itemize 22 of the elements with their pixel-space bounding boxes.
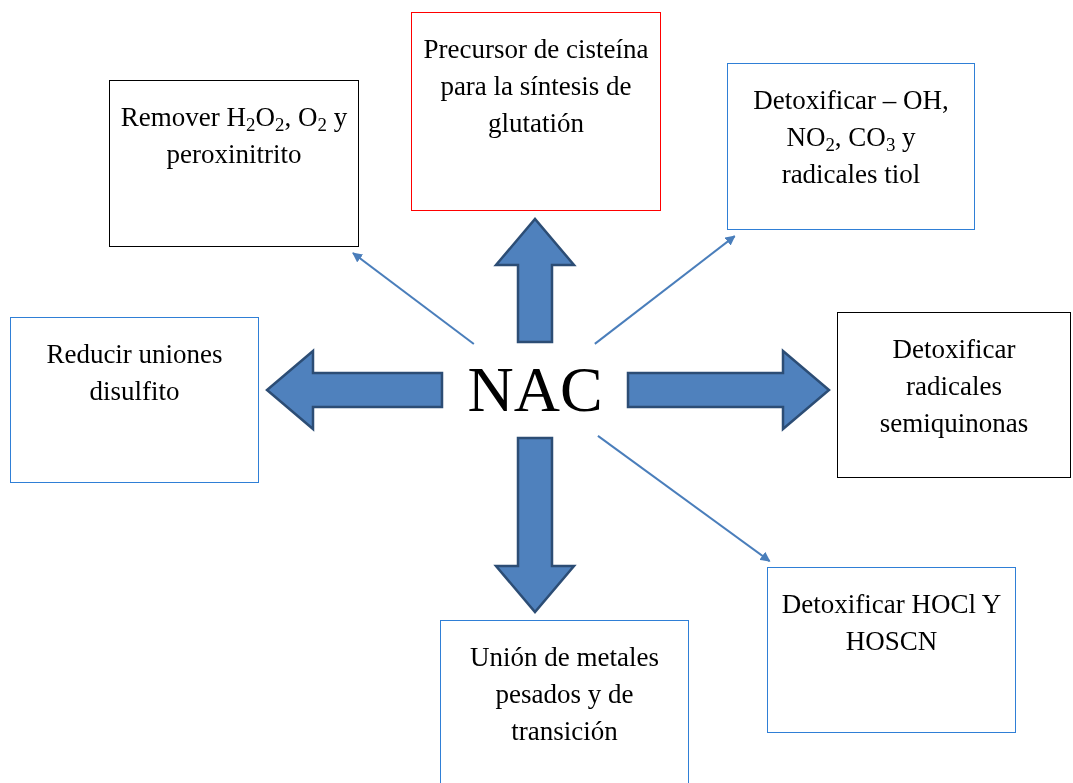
block-arrow (626, 348, 831, 432)
arrow (351, 252, 475, 345)
arrow (593, 235, 736, 345)
process-box (411, 12, 661, 211)
box-text: Detoxificar radicales semiquinonas (878, 333, 1030, 440)
box-text: Unión de metales pesados y de transición (469, 641, 660, 748)
box-text: Detoxificar – OH, NO$_{2}$, CO$_{3}$ y radicales tiol (752, 84, 950, 191)
process-box (837, 312, 1071, 478)
box-text: Reducir uniones disulfito (45, 338, 224, 408)
process-box (767, 567, 1016, 733)
center-label: NAC (467, 358, 603, 422)
process-box (440, 620, 689, 783)
block-arrow (493, 436, 577, 614)
arrow (596, 434, 771, 563)
box-text: Remover H$_{2}$O$_{2}$, O$_{2}$ y peroxinitrito (120, 101, 348, 171)
box-text: Detoxificar HOCl Y HOSCN (780, 588, 1003, 658)
process-box (727, 63, 975, 230)
process-box (10, 317, 259, 483)
block-arrow (493, 217, 577, 344)
block-arrow (265, 348, 444, 432)
box-text: Precursor de cisteína para la síntesis de glutatión (422, 33, 650, 140)
process-box (109, 80, 359, 247)
